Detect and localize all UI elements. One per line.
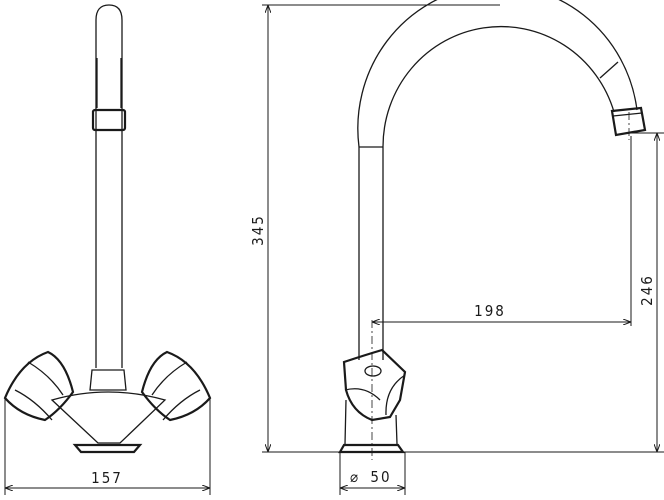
front-view: [3, 4, 212, 454]
side-view: [338, 0, 647, 460]
spout-height-label: 246: [638, 274, 656, 306]
front-pipe-ring: [91, 108, 127, 132]
width-label: 157: [91, 469, 123, 487]
side-base: [338, 443, 406, 454]
spout-inner: [382, 25, 615, 360]
front-base: [72, 443, 143, 454]
right-handle: [140, 350, 212, 422]
spout-outer: [357, 0, 638, 360]
spout-reach-label: 198: [474, 302, 506, 320]
side-handle: [342, 348, 407, 422]
side-dimensions: 345 246 198 ⌀ 50: [249, 4, 664, 495]
base-diameter-label: 50: [370, 468, 391, 486]
diameter-symbol: ⌀: [350, 468, 360, 486]
front-spout-pipe: [95, 4, 123, 368]
left-handle: [3, 350, 75, 422]
front-body-collar: [89, 369, 127, 391]
width-dimension: 157: [4, 398, 211, 495]
spout-nozzle: [610, 106, 647, 137]
height-total-label: 345: [249, 214, 267, 246]
